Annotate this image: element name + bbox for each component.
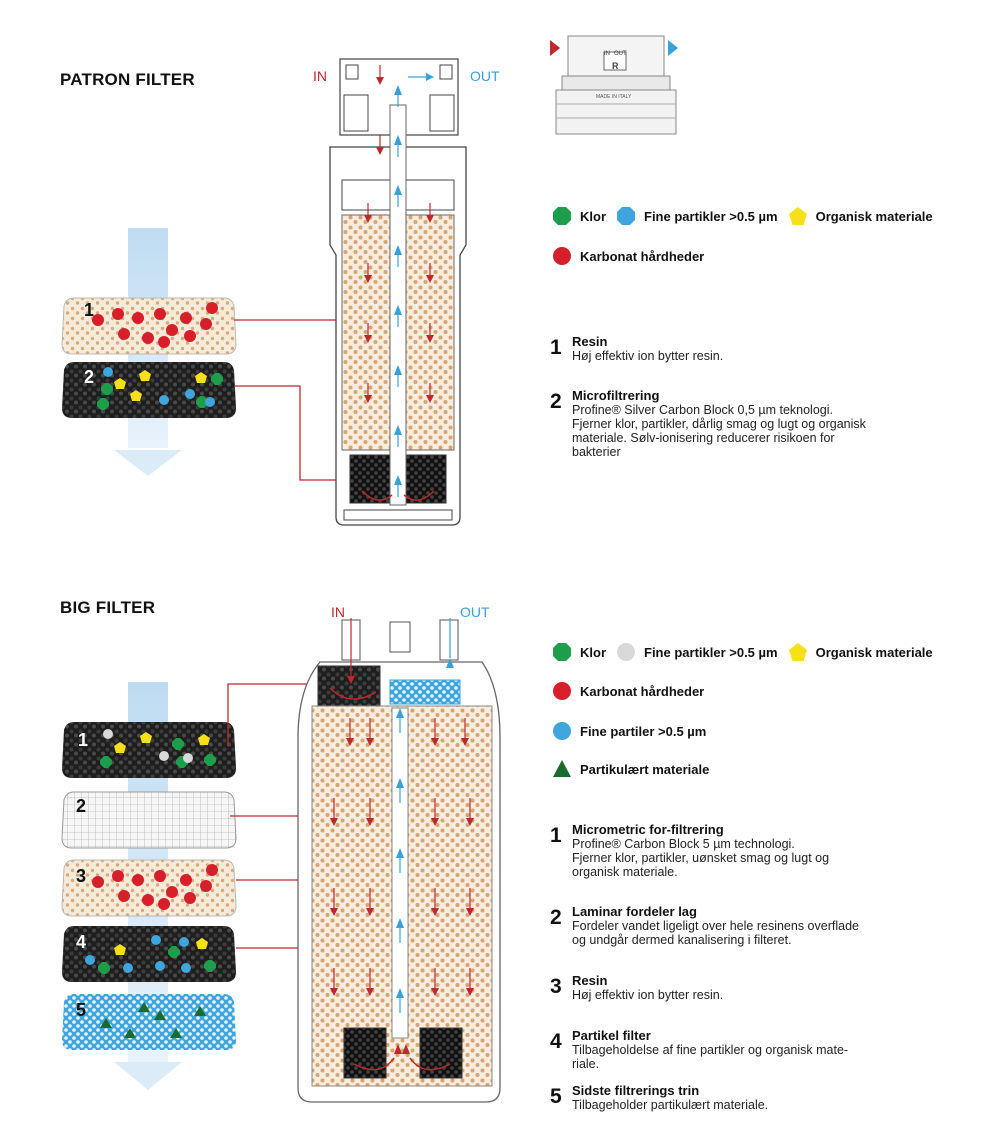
big-layer-4-number: 4 <box>76 932 87 952</box>
legend-karbonat: Karbonat hårdheder <box>552 246 704 266</box>
patron-layer-2-number: 2 <box>84 367 95 387</box>
legend-fine-blue: Fine partiler >0.5 µm <box>552 721 706 741</box>
blue-octagon-icon <box>617 207 635 225</box>
legend-organisk-big: Organisk materiale <box>788 642 933 662</box>
legend-klor: Klor <box>552 206 606 226</box>
big-layer-2-number: 2 <box>76 796 87 816</box>
patron-step-1: 1 Resin Høj effektiv ion bytter resin. <box>550 334 724 364</box>
head-out-text: OUT <box>614 51 627 57</box>
patron-out-label: OUT <box>470 68 500 84</box>
big-legend-row-1: Klor Fine partikler >0.5 µm Organisk mat… <box>552 642 943 662</box>
big-filter-housing <box>297 618 501 1103</box>
big-step-3: 3 Resin Høj effektiv ion bytter resin. <box>550 973 724 1003</box>
red-circle-icon <box>553 247 571 265</box>
legend-karbonat-big: Karbonat hårdheder <box>552 681 704 701</box>
yellow-pentagon-icon <box>788 643 807 661</box>
big-layer-mesh <box>61 791 237 849</box>
big-legend-row-2: Karbonat hårdheder <box>552 681 714 701</box>
patron-in-label: IN <box>313 68 327 84</box>
patron-filter-housing <box>329 58 467 526</box>
patron-layer-carbon <box>62 362 236 418</box>
big-layer-resin <box>61 859 237 917</box>
big-step-2: 2 Laminar fordeler lag Fordeler vandet l… <box>550 904 859 948</box>
legend-klor-big: Klor <box>552 642 606 662</box>
big-in-label: IN <box>331 604 345 620</box>
legend-organisk: Organisk materiale <box>788 206 933 226</box>
big-layer-1-number: 1 <box>78 730 89 750</box>
yellow-pentagon-icon <box>788 207 807 225</box>
big-legend-row-4: Partikulært materiale <box>552 759 719 779</box>
green-octagon-icon <box>553 643 571 661</box>
patron-legend-row-1: Klor Fine partikler >0.5 µm Organisk mat… <box>552 206 943 226</box>
patron-layer-1-number: 1 <box>84 300 95 320</box>
patron-legend-row-2: Karbonat hårdheder <box>552 246 714 266</box>
big-step-4: 4 Partikel filter Tilbageholdelse af fin… <box>550 1028 849 1072</box>
big-layer-5-number: 5 <box>76 1000 87 1020</box>
big-layer-blue <box>62 994 236 1050</box>
big-layer-3-number: 3 <box>76 866 87 886</box>
head-made-text: MADE IN ITALY <box>596 94 632 100</box>
big-out-label: OUT <box>460 604 490 620</box>
big-filter-title: BIG FILTER <box>60 598 156 617</box>
legend-fine: Fine partikler >0.5 µm <box>616 206 778 226</box>
grey-circle-icon <box>617 643 635 661</box>
legend-fine-grey: Fine partikler >0.5 µm <box>616 642 778 662</box>
big-legend-row-3: Fine partiler >0.5 µm <box>552 721 716 741</box>
patron-filter-title: PATRON FILTER <box>60 70 195 89</box>
blue-circle-icon <box>553 722 571 740</box>
big-layer-carbon-1 <box>62 722 236 778</box>
head-brand-text: R <box>612 61 619 71</box>
legend-partikulaert: Partikulært materiale <box>552 759 709 779</box>
green-triangle-icon <box>553 760 571 777</box>
red-circle-icon <box>553 682 571 700</box>
big-step-1: 1 Micrometric for-filtrering Profine® Ca… <box>550 822 830 880</box>
patron-step-2: 2 Microfiltrering Profine® Silver Carbon… <box>550 388 866 460</box>
big-step-5: 5 Sidste filtrerings trin Tilbageholder … <box>550 1083 769 1113</box>
patron-layer-resin <box>61 297 237 355</box>
head-in-text: IN <box>604 51 610 57</box>
filter-head-thumbnail <box>550 35 678 135</box>
big-layer-carbon-4 <box>62 926 236 982</box>
green-octagon-icon <box>553 207 571 225</box>
